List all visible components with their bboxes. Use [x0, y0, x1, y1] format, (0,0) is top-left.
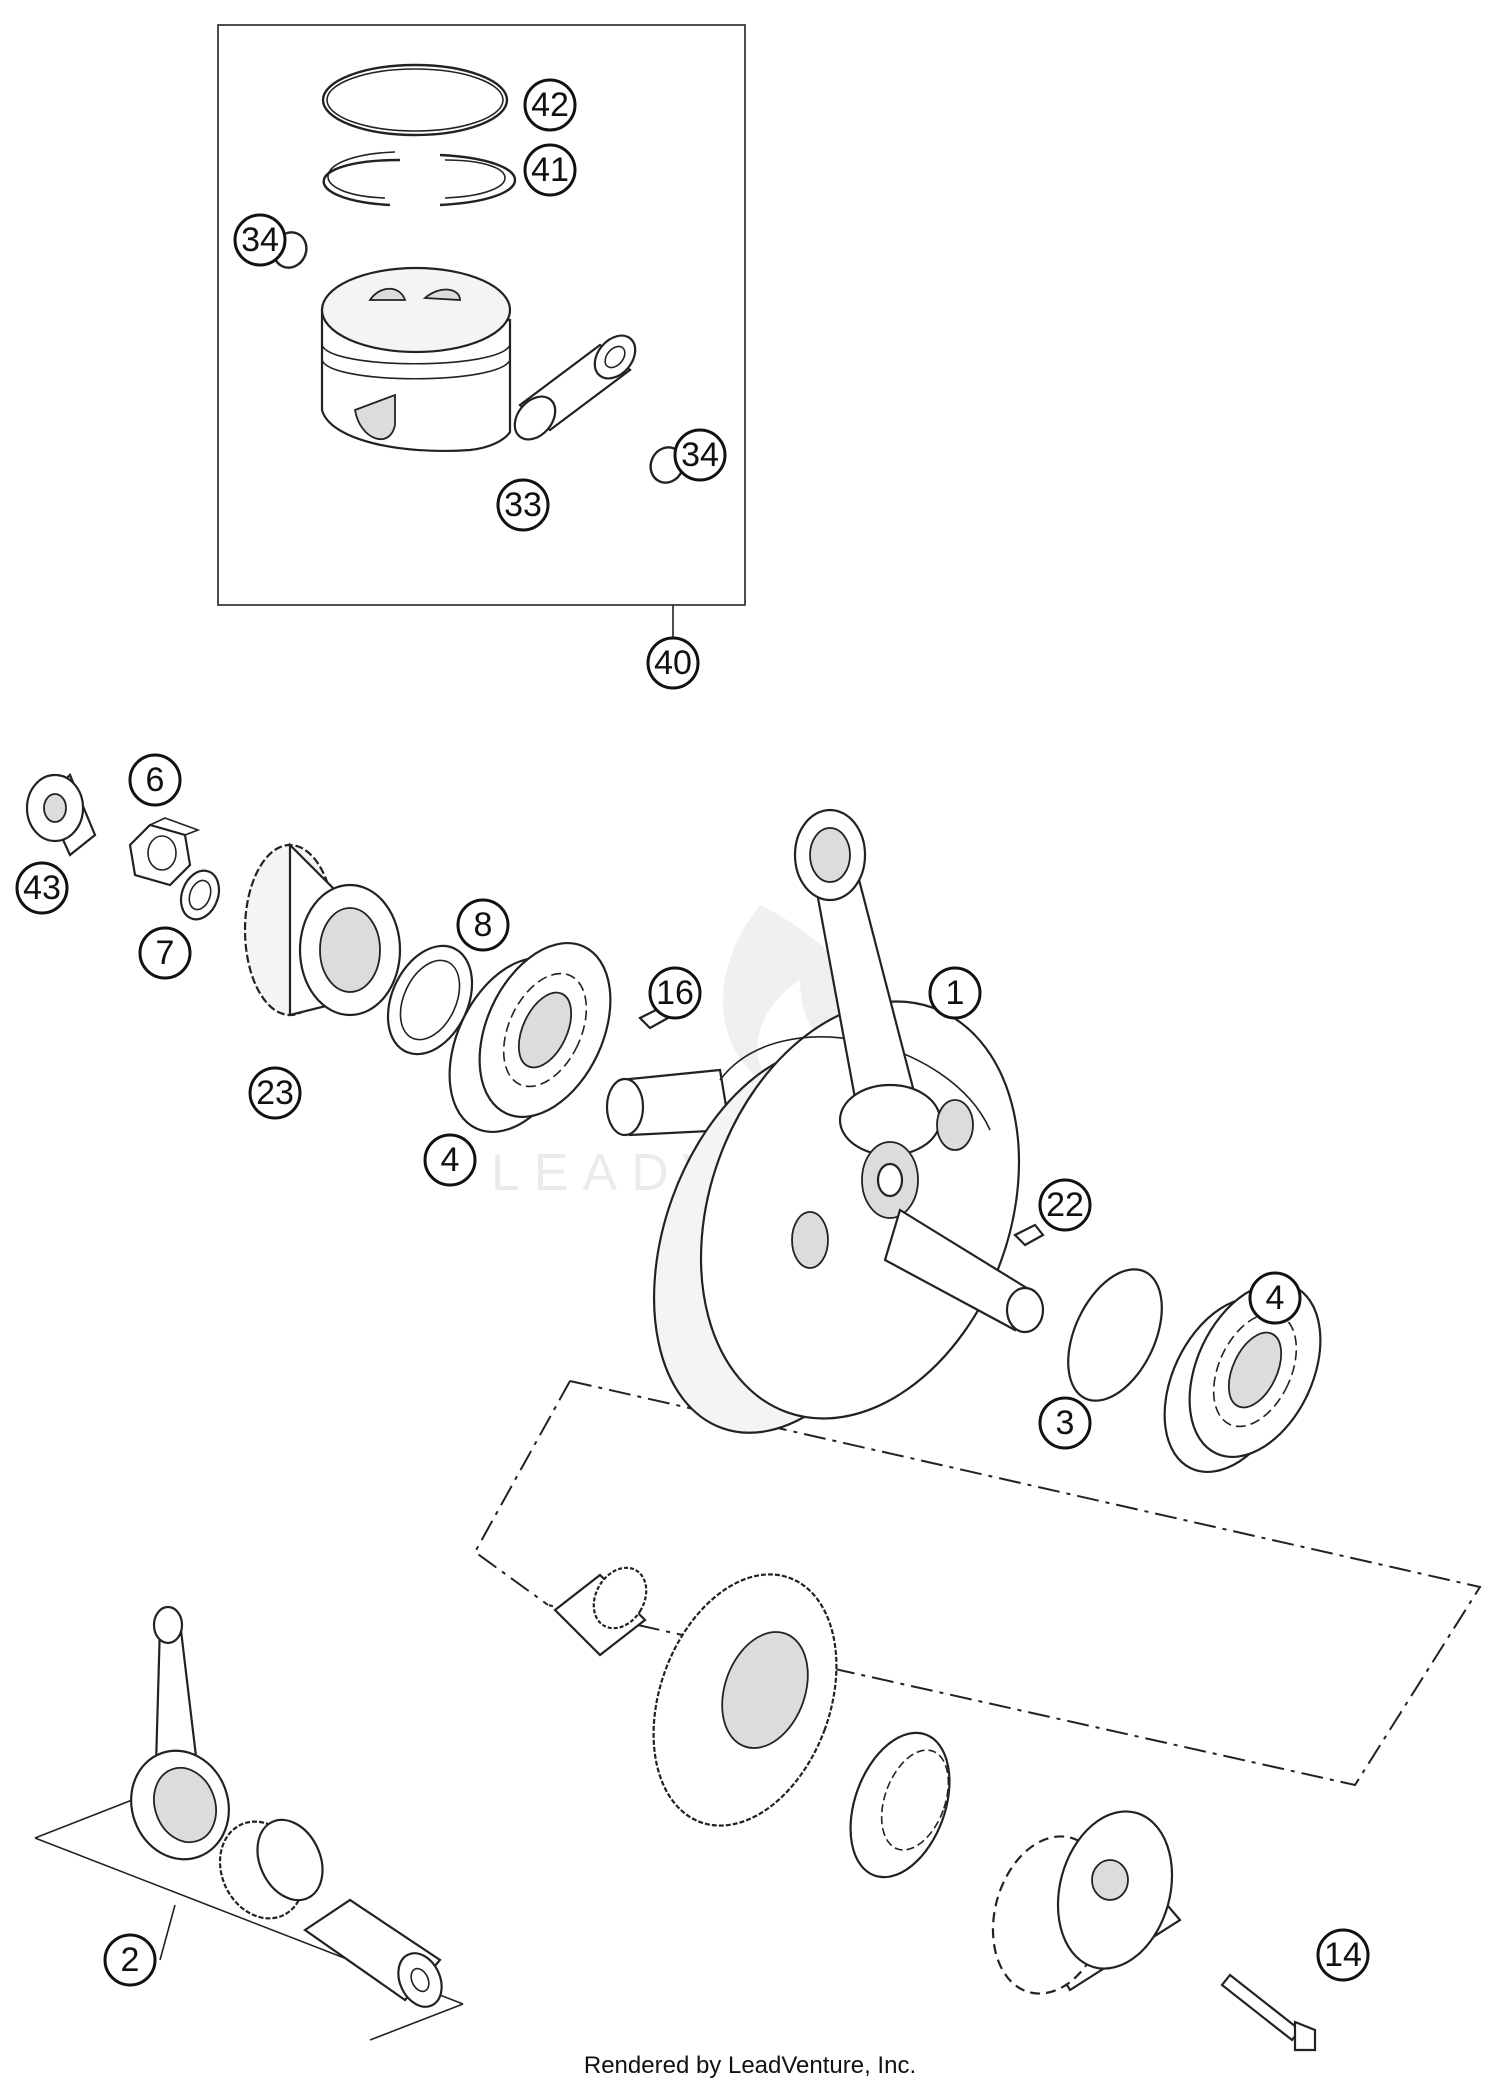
lock-washer — [179, 869, 221, 921]
callout-2: 2 — [103, 1933, 157, 1987]
washer-43 — [25, 773, 97, 857]
main-bearing-right — [1163, 1281, 1322, 1474]
callout-34-left: 34 — [233, 213, 287, 267]
svg-text:42: 42 — [531, 86, 569, 124]
svg-text:43: 43 — [23, 869, 61, 907]
conrod-kit — [130, 1605, 443, 2008]
svg-text:16: 16 — [656, 974, 694, 1012]
svg-text:4: 4 — [1266, 1279, 1285, 1317]
callout-42: 42 — [523, 78, 577, 132]
piston-kit-group — [217, 24, 746, 640]
svg-text:22: 22 — [1046, 1186, 1084, 1224]
svg-text:6: 6 — [146, 761, 165, 799]
leader-line-2 — [159, 1904, 176, 1961]
primary-gear — [243, 842, 402, 1017]
piston-ring-top — [321, 63, 509, 137]
callout-6: 6 — [128, 753, 182, 807]
footer-credit: Rendered by LeadVenture, Inc. — [583, 2052, 917, 2079]
callout-8: 8 — [456, 898, 510, 952]
svg-text:3: 3 — [1056, 1404, 1075, 1442]
piston — [320, 266, 512, 453]
svg-text:23: 23 — [256, 1074, 294, 1112]
svg-text:7: 7 — [156, 934, 175, 972]
svg-text:8: 8 — [474, 906, 493, 944]
freewheel — [849, 1731, 951, 1879]
piston-pin — [513, 334, 637, 441]
hex-nut — [128, 817, 201, 887]
callout-4-left: 4 — [423, 1133, 477, 1187]
spacer-ring — [386, 944, 474, 1056]
callout-33: 33 — [496, 478, 550, 532]
callout-43: 43 — [15, 861, 69, 915]
svg-text:34: 34 — [681, 436, 719, 474]
callout-34-right: 34 — [673, 428, 727, 482]
svg-text:14: 14 — [1324, 1936, 1362, 1974]
leader-dash-left — [473, 1380, 571, 1606]
svg-text:33: 33 — [504, 486, 542, 524]
woodruff-key-22 — [1013, 1223, 1045, 1247]
callout-16: 16 — [648, 966, 702, 1020]
svg-text:40: 40 — [654, 644, 692, 682]
leader-dash-right — [547, 1380, 1482, 1787]
flywheel-bolt — [1220, 1973, 1317, 2052]
piston-kit-box — [217, 24, 746, 606]
svg-text:41: 41 — [531, 151, 569, 189]
svg-text:4: 4 — [441, 1141, 460, 1179]
crank-pin — [303, 1898, 443, 2008]
callout-7: 7 — [138, 926, 192, 980]
svg-text:2: 2 — [121, 1941, 140, 1979]
callout-41: 41 — [523, 143, 577, 197]
flywheel-rotor — [991, 1810, 1182, 1995]
callout-14: 14 — [1316, 1928, 1370, 1982]
piston-ring-bottom — [322, 151, 517, 207]
crankshaft — [605, 808, 1045, 1434]
conrod-needle-bearing — [218, 1818, 324, 1920]
svg-text:34: 34 — [241, 221, 279, 259]
callout-23: 23 — [248, 1066, 302, 1120]
svg-text:1: 1 — [946, 974, 965, 1012]
starter-gear — [652, 1573, 838, 1827]
callout-1: 1 — [928, 966, 982, 1020]
main-bearing-left — [448, 941, 612, 1134]
callout-22: 22 — [1038, 1178, 1092, 1232]
callout-3: 3 — [1038, 1396, 1092, 1450]
callout-4-right: 4 — [1248, 1271, 1302, 1325]
shim-washer — [1067, 1268, 1163, 1402]
needle-bearing — [553, 1566, 648, 1657]
callout-40: 40 — [646, 636, 700, 690]
